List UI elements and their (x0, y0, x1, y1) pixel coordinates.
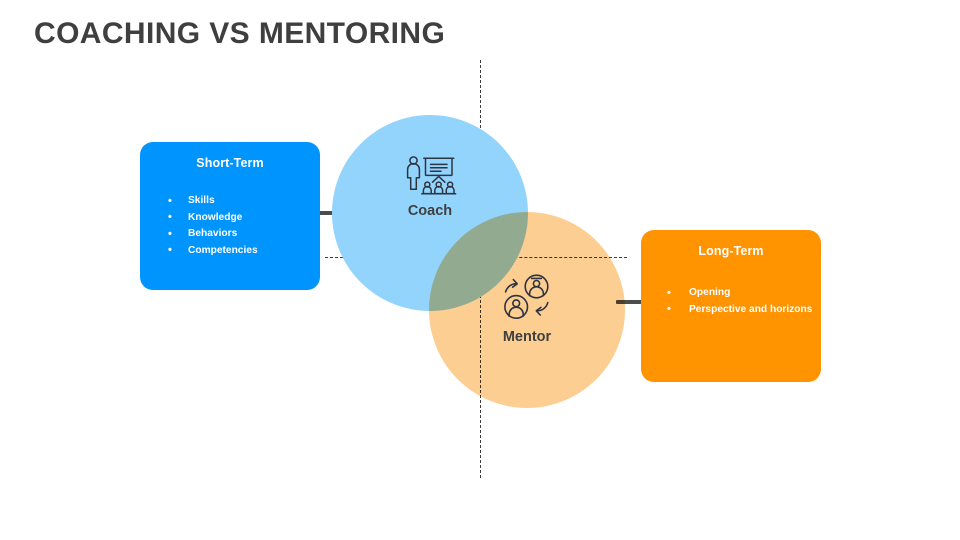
list-item: Behaviors (164, 226, 320, 243)
long-term-box: Long-Term Opening Perspective and horizo… (641, 230, 821, 382)
list-item: Knowledge (164, 209, 320, 227)
page-title: COACHING VS MENTORING (34, 17, 446, 50)
presenter-board-audience-icon (406, 156, 457, 195)
list-item: Perspective and horizons (663, 301, 821, 319)
list-item: Skills (164, 193, 320, 210)
list-item: Competencies (164, 242, 320, 260)
connector-line-short-term (318, 211, 342, 215)
two-persons-exchange-icon (504, 274, 549, 320)
mentor-group: Mentor (429, 212, 625, 345)
short-term-title: Short-Term (196, 156, 264, 170)
connector-line-long-term (616, 300, 642, 304)
mentor-label: Mentor (502, 329, 552, 345)
short-term-list: Skills Knowledge Behaviors Competencies (140, 193, 320, 259)
list-item: Opening (663, 285, 821, 302)
long-term-list: Opening Perspective and horizons (641, 285, 821, 318)
long-term-title: Long-Term (698, 244, 764, 258)
short-term-box: Short-Term Skills Knowledge Behaviors Co… (140, 142, 320, 290)
coach-label: Coach (407, 203, 453, 219)
coach-group: Coach (332, 115, 528, 219)
